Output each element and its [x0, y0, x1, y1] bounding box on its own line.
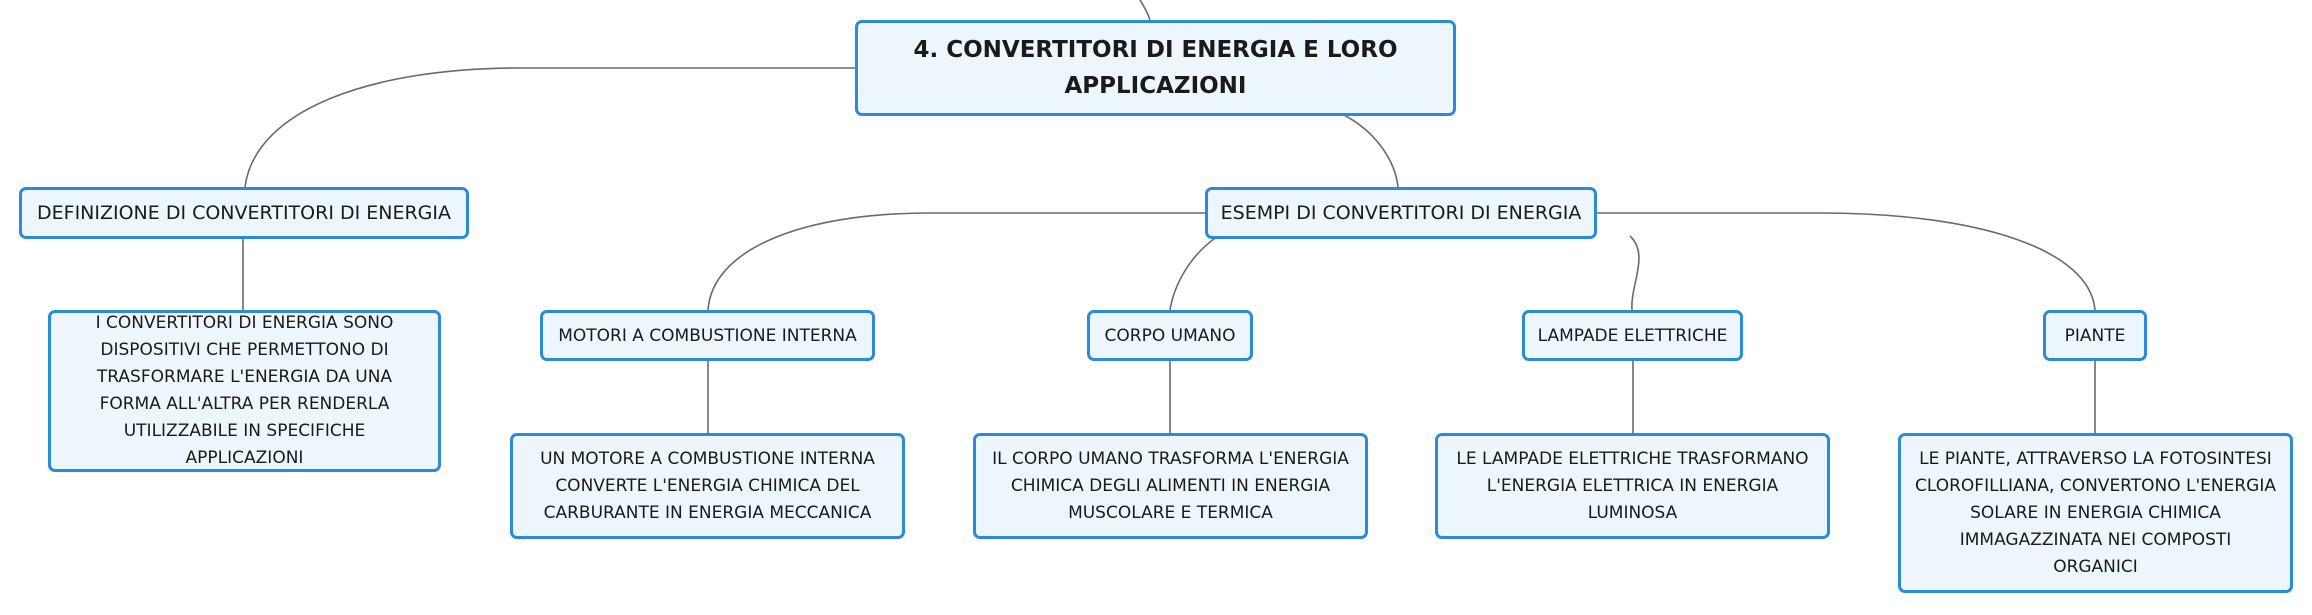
topic-corpo-umano[interactable]: CORPO UMANO	[1087, 310, 1253, 361]
topic-examples[interactable]: ESEMPI DI CONVERTITORI DI ENERGIA	[1205, 187, 1597, 239]
topic-piante-label: PIANTE	[2064, 325, 2126, 346]
topic-lampade-label: LAMPADE ELETTRICHE	[1537, 325, 1728, 346]
piante-text-box[interactable]: LE PIANTE, ATTRAVERSO LA FOTOSINTESI CLO…	[1898, 433, 2293, 593]
topic-definition-label: DEFINIZIONE DI CONVERTITORI DI ENERGIA	[37, 202, 451, 224]
definition-text-box[interactable]: I CONVERTITORI DI ENERGIA SONO DISPOSITI…	[48, 310, 441, 472]
topic-definition[interactable]: DEFINIZIONE DI CONVERTITORI DI ENERGIA	[19, 187, 469, 239]
topic-piante[interactable]: PIANTE	[2043, 310, 2147, 361]
lampade-text-box[interactable]: LE LAMPADE ELETTRICHE TRASFORMANO L'ENER…	[1435, 433, 1830, 539]
connector-examples-to-lampade	[1629, 235, 1640, 311]
motori-text-box[interactable]: UN MOTORE A COMBUSTIONE INTERNA CONVERTE…	[510, 433, 905, 539]
topic-lampade[interactable]: LAMPADE ELETTRICHE	[1522, 310, 1743, 361]
connector-parent-to-root	[1139, 0, 1151, 21]
root-topic-label: 4. CONVERTITORI DI ENERGIA E LORO APPLIC…	[913, 37, 1398, 99]
topic-examples-label: ESEMPI DI CONVERTITORI DI ENERGIA	[1220, 202, 1582, 224]
topic-corpo-umano-label: CORPO UMANO	[1104, 325, 1236, 346]
connector-examples-to-piante	[1593, 212, 2096, 311]
topic-motori[interactable]: MOTORI A COMBUSTIONE INTERNA	[540, 310, 875, 361]
connector-root-to-examples	[1339, 112, 1399, 188]
corpo-umano-text-box[interactable]: IL CORPO UMANO TRASFORMA L'ENERGIA CHIMI…	[973, 433, 1368, 539]
topic-motori-label: MOTORI A COMBUSTIONE INTERNA	[558, 325, 857, 346]
motori-text: UN MOTORE A COMBUSTIONE INTERNA CONVERTE…	[540, 448, 875, 523]
connector-root-to-definition	[244, 67, 857, 188]
connector-examples-to-motori	[707, 212, 1207, 311]
piante-text: LE PIANTE, ATTRAVERSO LA FOTOSINTESI CLO…	[1915, 448, 2276, 577]
lampade-text: LE LAMPADE ELETTRICHE TRASFORMANO L'ENER…	[1456, 448, 1809, 523]
corpo-umano-text: IL CORPO UMANO TRASFORMA L'ENERGIA CHIMI…	[992, 448, 1349, 523]
definition-text: I CONVERTITORI DI ENERGIA SONO DISPOSITI…	[95, 313, 394, 468]
connector-examples-to-corpo	[1169, 235, 1219, 311]
root-topic[interactable]: 4. CONVERTITORI DI ENERGIA E LORO APPLIC…	[855, 20, 1456, 116]
